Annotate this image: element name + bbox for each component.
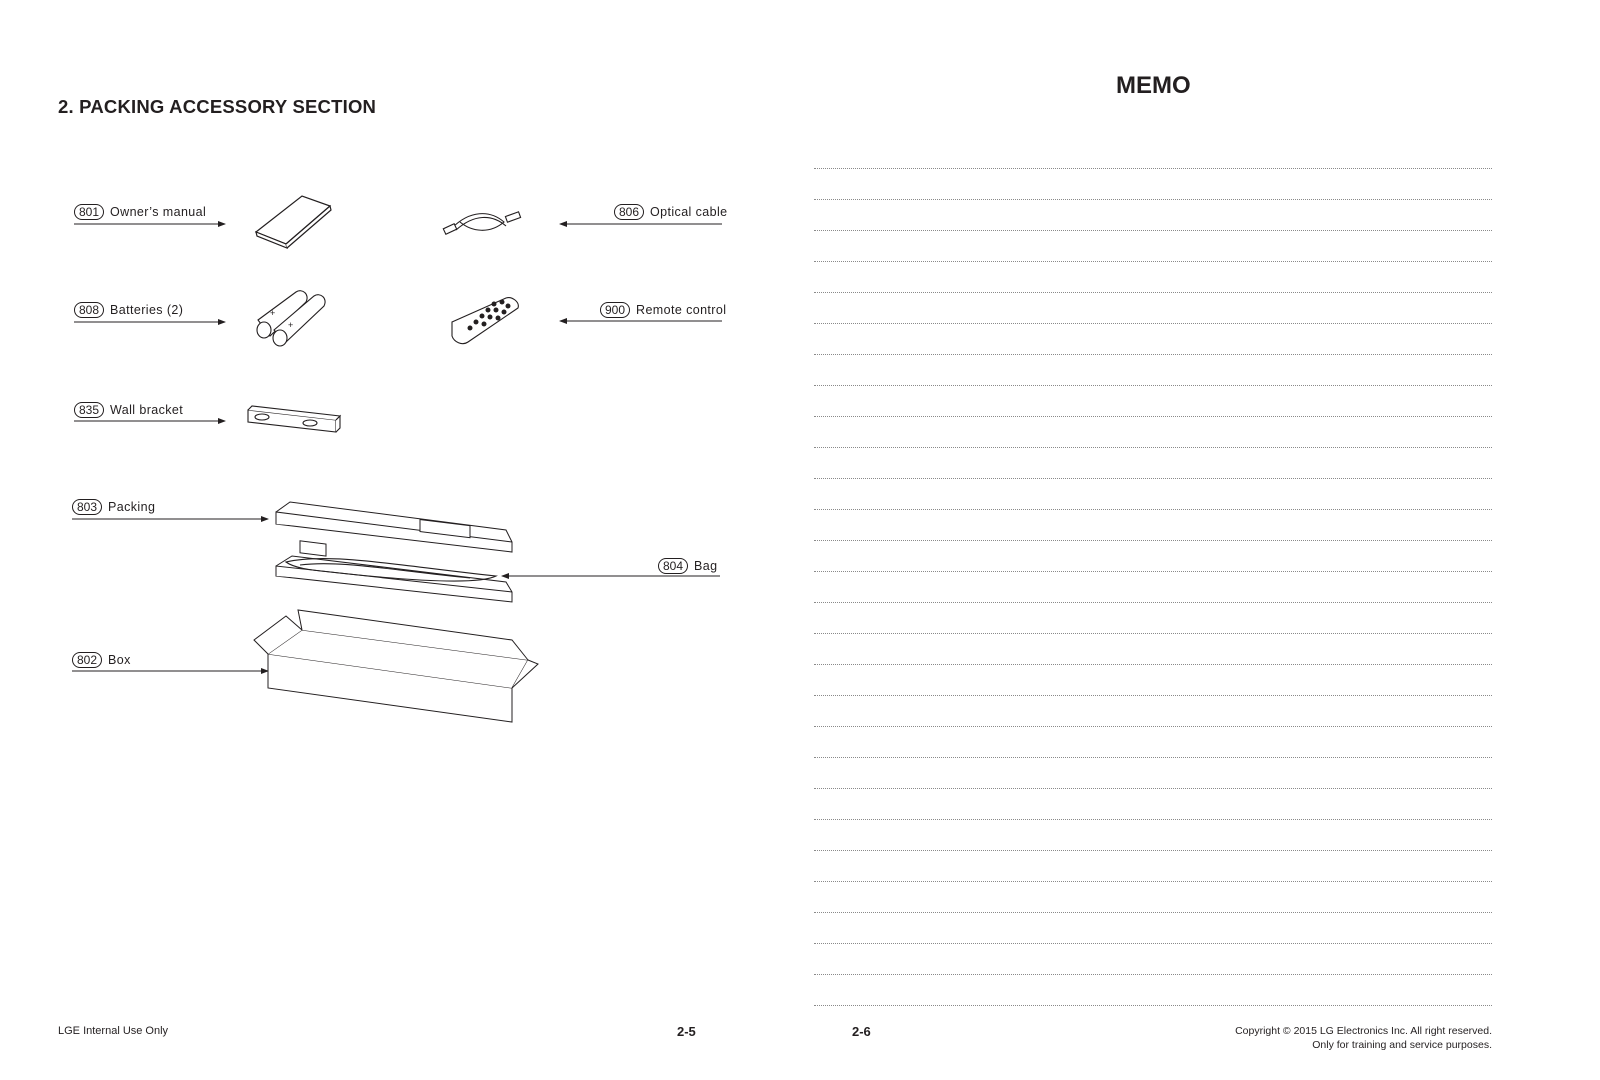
memo-line [814, 509, 1492, 510]
optical-cable-icon [442, 211, 522, 235]
memo-line [814, 602, 1492, 603]
memo-line [814, 819, 1492, 820]
bag-icon [284, 558, 498, 582]
memo-line [814, 788, 1492, 789]
callout-owners-manual: 801 Owner’s manual [74, 204, 206, 220]
part-number: 900 [600, 302, 631, 318]
memo-line [814, 664, 1492, 665]
memo-line [814, 199, 1492, 200]
part-number: 808 [74, 302, 105, 318]
memo-line [814, 974, 1492, 975]
memo-ruled-area [814, 168, 1492, 1008]
memo-line [814, 1005, 1492, 1006]
part-label: Optical cable [650, 205, 728, 219]
part-number: 803 [72, 499, 103, 515]
memo-line [814, 850, 1492, 851]
callout-batteries: 808 Batteries (2) [74, 302, 183, 318]
part-label: Owner’s manual [110, 205, 207, 219]
part-label: Packing [108, 500, 156, 514]
footer-internal-use: LGE Internal Use Only [58, 1025, 169, 1037]
svg-text:+: + [270, 308, 275, 318]
memo-line [814, 292, 1492, 293]
callout-optical-cable: 806 Optical cable [614, 204, 728, 220]
memo-line [814, 230, 1492, 231]
callout-remote-control: 900 Remote control [600, 302, 726, 318]
copyright-notice: Copyright © 2015 LG Electronics Inc. All… [1235, 1024, 1492, 1052]
memo-line [814, 447, 1492, 448]
memo-title: MEMO [1116, 72, 1191, 99]
memo-line [814, 354, 1492, 355]
accessory-diagram: + + [72, 195, 722, 723]
copyright-line-1: Copyright © 2015 LG Electronics Inc. All… [1235, 1025, 1492, 1037]
part-number: 806 [614, 204, 645, 220]
page-number-right: 2-6 [852, 1024, 871, 1039]
part-label: Batteries (2) [110, 303, 184, 317]
memo-line [814, 912, 1492, 913]
part-number: 835 [74, 402, 105, 418]
wall-bracket-icon [247, 405, 342, 433]
memo-line [814, 633, 1492, 634]
part-number: 801 [74, 204, 105, 220]
memo-line [814, 416, 1492, 417]
manual-icon [254, 195, 332, 249]
memo-line [814, 571, 1492, 572]
copyright-line-2: Only for training and service purposes. [1312, 1039, 1492, 1051]
page-number-left: 2-5 [677, 1024, 696, 1039]
memo-line [814, 168, 1492, 169]
part-label: Bag [694, 559, 718, 573]
part-number: 802 [72, 652, 103, 668]
memo-line [814, 323, 1492, 324]
memo-line [814, 943, 1492, 944]
packing-icon [275, 501, 513, 603]
memo-line [814, 757, 1492, 758]
part-label: Remote control [636, 303, 727, 317]
callout-box: 802 Box [72, 652, 131, 668]
memo-line [814, 478, 1492, 479]
part-number: 804 [658, 558, 689, 574]
callout-packing: 803 Packing [72, 499, 155, 515]
memo-line [814, 881, 1492, 882]
svg-text:+: + [288, 320, 293, 330]
memo-line [814, 385, 1492, 386]
section-title: 2. PACKING ACCESSORY SECTION [58, 96, 377, 117]
memo-line [814, 695, 1492, 696]
remote-control-icon [451, 297, 519, 345]
callout-bag: 804 Bag [658, 558, 717, 574]
box-icon [253, 609, 539, 723]
batteries-icon: + + [256, 290, 326, 347]
part-label: Box [108, 653, 131, 667]
memo-line [814, 726, 1492, 727]
memo-line [814, 261, 1492, 262]
memo-line [814, 540, 1492, 541]
part-label: Wall bracket [110, 403, 184, 417]
callout-wall-bracket: 835 Wall bracket [74, 402, 183, 418]
